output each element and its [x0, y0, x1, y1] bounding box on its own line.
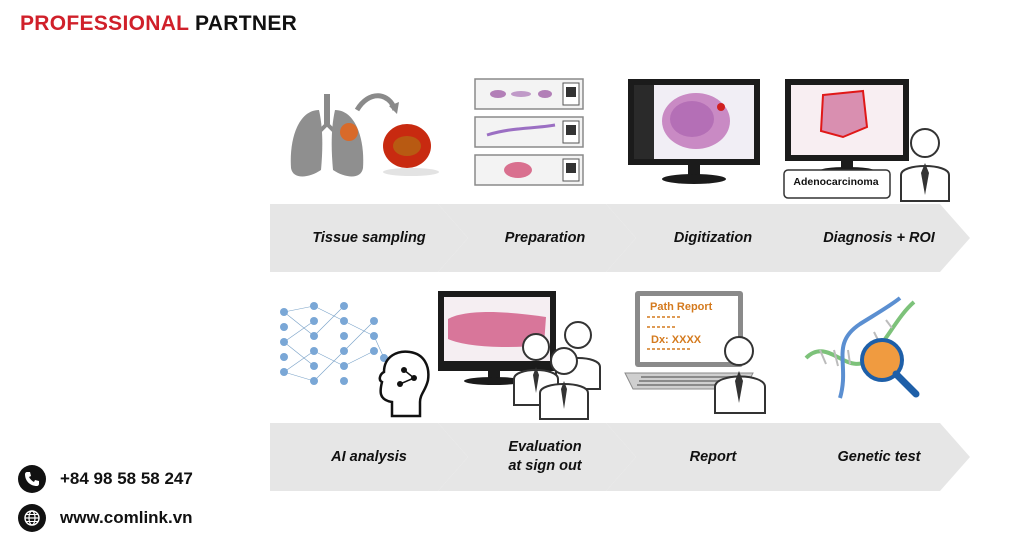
neural-network-illustration — [280, 302, 430, 418]
step-label: Preparation — [504, 229, 586, 246]
phone-number[interactable]: +84 98 58 58 247 — [60, 469, 193, 488]
step-evaluation-sign-out: Evaluation at sign out — [438, 423, 636, 491]
step-report: Report — [606, 423, 804, 491]
dna-magnifier-illustration — [804, 296, 920, 399]
contact-website: www.comlink.vn — [18, 504, 193, 532]
phone-icon — [18, 465, 46, 493]
diagnosis-label-box: Adenocarcinoma — [793, 176, 879, 188]
report-title: Path Report — [650, 301, 713, 313]
step-tissue-sampling: Tissue sampling — [270, 204, 468, 272]
brand-part-2: PARTNER — [195, 12, 298, 35]
brand-title: PROFESSIONAL PARTNER — [20, 12, 297, 36]
step-genetic-test: Genetic test — [772, 423, 970, 491]
evaluation-illustration — [438, 291, 601, 420]
website-link[interactable]: www.comlink.vn — [60, 508, 193, 527]
step-digitization: Digitization — [606, 204, 804, 272]
step-diagnosis-roi: Diagnosis + ROI — [772, 204, 970, 272]
lungs-illustration — [290, 93, 439, 177]
globe-icon — [18, 504, 46, 532]
step-label: Digitization — [673, 229, 753, 246]
report-laptop-illustration — [624, 291, 766, 414]
slides-illustration — [474, 78, 584, 186]
step-label: AI analysis — [331, 448, 407, 465]
step-preparation: Preparation — [438, 204, 636, 272]
contact-phone: +84 98 58 58 247 — [18, 465, 193, 493]
brand-part-1: PROFESSIONAL — [20, 12, 189, 35]
workflow-row-2: AI analysis Evaluation at sign out Repor… — [270, 423, 970, 491]
step-label: Diagnosis + ROI — [823, 229, 935, 246]
monitor-digitization-illustration — [628, 79, 760, 184]
step-ai-analysis: AI analysis — [270, 423, 468, 491]
step-label: Evaluation at sign out — [508, 439, 582, 474]
workflow-row-1: Tissue sampling Preparation Digitization… — [270, 204, 970, 272]
step-label: Genetic test — [837, 448, 921, 465]
report-dx: Dx: XXXX — [651, 334, 702, 346]
step-label: Report — [689, 448, 737, 465]
step-label: Tissue sampling — [312, 229, 426, 246]
monitor-diagnosis-illustration — [783, 79, 950, 202]
